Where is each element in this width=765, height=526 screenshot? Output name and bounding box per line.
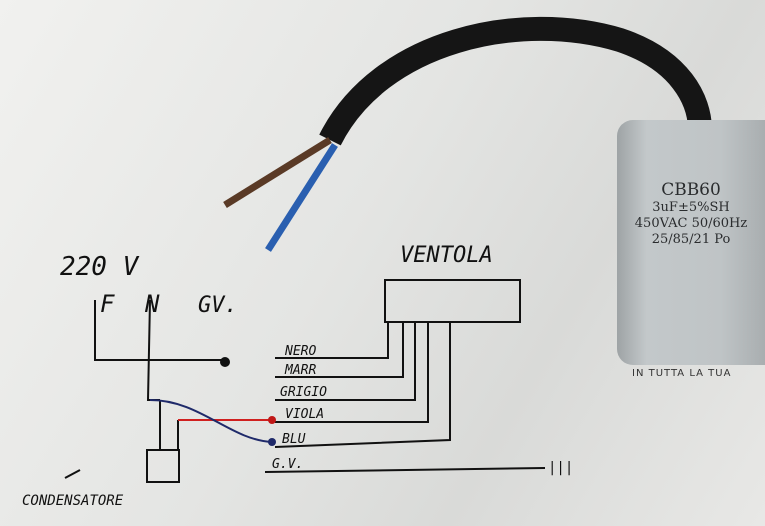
wire-viola: VIOLA [285,407,324,422]
wire-grigio: GRIGIO [280,385,327,400]
blue-wire [265,143,338,252]
wire-marr: MARR [284,363,316,378]
wire-gv: G.V. [272,457,303,472]
supply-label: 220 V [60,252,140,282]
wire-nero: NERO [284,344,316,359]
fan-label: VENTOLA [400,243,493,268]
brown-wire [223,137,332,208]
wire-blu: BLU [282,432,306,447]
terminal-n: N [144,290,160,318]
ground-mark: ||| [548,460,573,476]
terminal-f: F [100,290,115,318]
capacitor-label: CONDENSATORE [22,493,124,509]
black-cable [319,16,712,146]
capacitor-model: CBB60 [661,180,721,200]
terminal-gv: GV. [198,293,238,318]
capacitor: CBB60 3uF±5%SH 450VAC 50/60Hz 25/85/21 P… [617,120,765,365]
background-text: IN TUTTA LA TUA [632,368,732,379]
fan-box [384,279,521,323]
capacitor-rating: 450VAC 50/60Hz [634,215,748,231]
capacitor-capacitance: 3uF±5%SH [652,200,730,216]
capacitor-class: 25/85/21 Po [651,231,731,247]
